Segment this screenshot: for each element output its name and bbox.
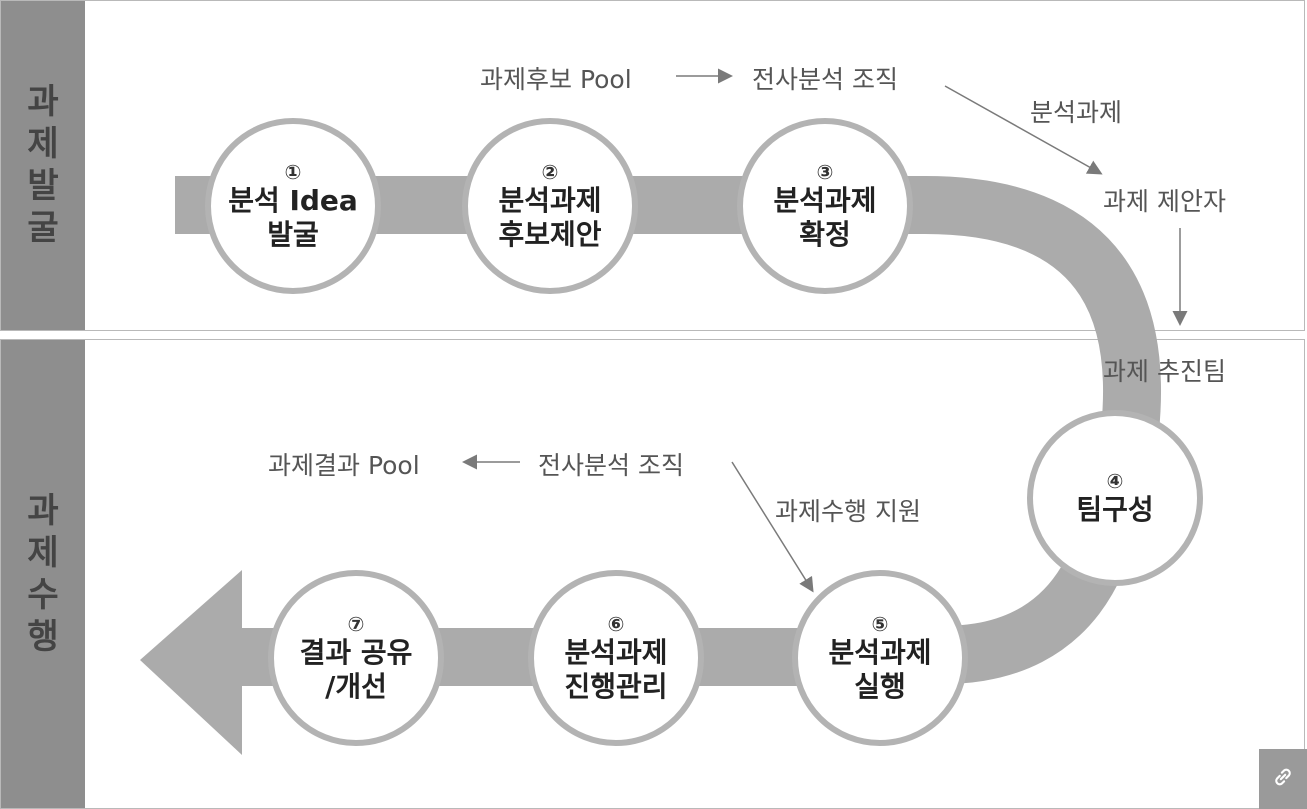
annotation-result-pool: 과제결과 Pool	[268, 451, 420, 480]
node-4-number: ④	[1106, 469, 1124, 493]
node-1-number: ①	[284, 160, 302, 184]
annotation-proposer: 과제 제안자	[1103, 187, 1226, 216]
bottom-section-label: 과 제 수 행	[27, 491, 59, 657]
node-5: ⑤ 분석과제 실행	[792, 570, 968, 746]
top-section-label: 과 제 발 굴	[27, 82, 59, 248]
annotation-support: 과제수행 지원	[775, 497, 921, 526]
top-sidebar: 과 제 발 굴	[1, 1, 85, 330]
node-2-label: 분석과제 후보제안	[498, 184, 602, 251]
annotation-org-bottom: 전사분석 조직	[538, 451, 684, 480]
node-3-label: 분석과제 확정	[773, 184, 877, 251]
node-1-label: 분석 Idea 발굴	[228, 184, 358, 251]
node-6-label: 분석과제 진행관리	[564, 636, 668, 703]
bottom-sidebar: 과 제 수 행	[1, 340, 85, 808]
node-6-number: ⑥	[607, 612, 625, 636]
node-4-label: 팀구성	[1076, 493, 1154, 526]
arrow-org-to-proposer	[944, 85, 1103, 175]
node-3-number: ③	[816, 160, 834, 184]
node-5-label: 분석과제 실행	[828, 636, 932, 703]
annotation-analysis-task: 분석과제	[1030, 98, 1123, 127]
node-4: ④ 팀구성	[1027, 410, 1203, 586]
annotation-org-top: 전사분석 조직	[752, 65, 898, 94]
node-3: ③ 분석과제 확정	[737, 118, 913, 294]
arrow-support-to-exec	[731, 461, 814, 593]
track-arrowhead	[140, 570, 242, 755]
node-2-number: ②	[541, 160, 559, 184]
annotation-team: 과제 추진팀	[1103, 357, 1226, 386]
node-2: ② 분석과제 후보제안	[462, 118, 638, 294]
link-icon	[1270, 764, 1296, 794]
annotation-candidate-pool: 과제후보 Pool	[480, 65, 632, 94]
node-5-number: ⑤	[871, 612, 889, 636]
link-button[interactable]	[1259, 749, 1307, 809]
node-7-label: 결과 공유 /개선	[299, 636, 413, 703]
node-7: ⑦ 결과 공유 /개선	[268, 570, 444, 746]
node-6: ⑥ 분석과제 진행관리	[528, 570, 704, 746]
node-1: ① 분석 Idea 발굴	[205, 118, 381, 294]
node-7-number: ⑦	[347, 612, 365, 636]
